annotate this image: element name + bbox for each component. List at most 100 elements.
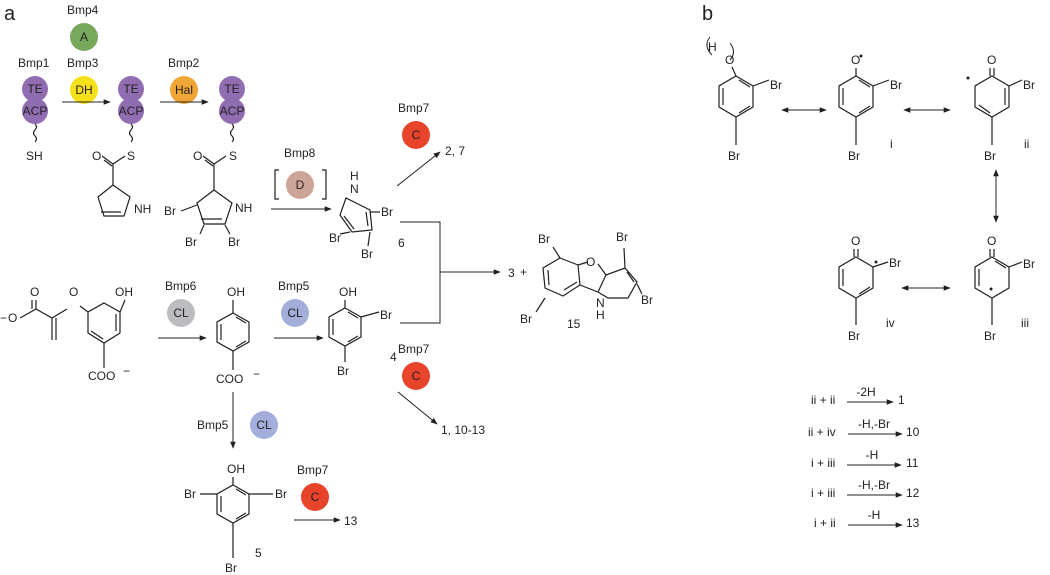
atom-br-ii-b: Br — [984, 149, 996, 163]
cyclohexadiene-ring — [87, 302, 121, 344]
radical-dot-iii — [989, 287, 993, 291]
atom-br-iv-a: Br — [889, 256, 901, 270]
cl-domain-bmp5-b — [250, 411, 278, 439]
atom-oh-4: OH — [339, 285, 357, 299]
coupling-row: i + iii -H 11 — [811, 448, 919, 470]
furan-ring-15 — [577, 261, 607, 293]
atom-nh-15-n: N — [596, 296, 605, 310]
carbonyl-iv — [853, 249, 859, 257]
coupling-row: ii + ii -2H 1 — [811, 385, 905, 407]
atom-br-15a: Br — [538, 232, 550, 246]
wavy-linker-2 — [128, 123, 134, 143]
thioester-bonds-2 — [202, 155, 227, 190]
c-domain-b — [402, 362, 430, 390]
chorismate: − O O O OH COO − — [0, 285, 133, 383]
bracket-left — [274, 169, 279, 200]
coupling-product: 10 — [906, 425, 920, 439]
atom-br-5b: Br — [275, 487, 287, 501]
wavy-linker-3 — [229, 123, 235, 143]
bond-br-i-a — [872, 79, 890, 87]
atom-oh-hb: OH — [227, 285, 245, 299]
ring-i — [838, 75, 874, 118]
pyrrole-ring-2 — [196, 189, 233, 225]
atom-coo-chor: COO — [88, 369, 115, 383]
bracket-right — [322, 169, 327, 200]
te-domain-label-2: TE — [123, 82, 138, 96]
c-domain-label-a: C — [412, 128, 421, 142]
arrow-to-2-7 — [396, 151, 441, 187]
enzyme-label-bmp6: Bmp6 — [165, 279, 197, 293]
coupling-condition: -2H — [856, 385, 875, 399]
ring-iv — [838, 256, 874, 299]
coupling-reactants: i + ii — [814, 516, 836, 530]
cl-domain-bmp6 — [167, 299, 195, 327]
product-13-a: 13 — [344, 514, 358, 528]
atom-br-6b: Br — [329, 231, 341, 245]
atom-br-iii-b: Br — [984, 329, 996, 343]
atom-br-p3: Br — [228, 235, 240, 249]
bond-br-p2 — [199, 224, 205, 235]
pyrrole-ring-1 — [97, 184, 131, 217]
atom-sh: SH — [26, 149, 43, 163]
atom-o-1: O — [92, 149, 101, 163]
thioester-bonds-1 — [101, 155, 126, 185]
benzene-ring-15 — [542, 257, 581, 297]
cl-domain-label-bmp5-a: CL — [287, 306, 303, 320]
atom-o-iii: O — [987, 234, 996, 248]
coupling-condition: -H — [868, 508, 881, 522]
compound-number-15: 15 — [567, 317, 581, 331]
atom-n-6: N — [350, 182, 359, 196]
wavy-linker-1 — [32, 123, 38, 143]
bond-br-p1 — [180, 204, 198, 212]
coupling-product: 11 — [906, 456, 919, 470]
enzyme-label-bmp8: Bmp8 — [284, 146, 316, 160]
te-domain-label-3: TE — [224, 82, 239, 96]
te-domain-1 — [22, 76, 48, 102]
coupling-row: ii + iv -H,-Br 10 — [808, 417, 920, 439]
atom-o-chor-3: O — [69, 285, 78, 299]
merge-line-top — [400, 221, 441, 324]
product-3: 3 — [508, 266, 515, 280]
atom-oh-chor: OH — [115, 285, 133, 299]
compound-5: OH Br Br Br 5 — [184, 462, 287, 575]
atom-minus-coo-hb: − — [253, 367, 260, 381]
bond-br-6c — [367, 231, 371, 247]
atom-br-6a: Br — [381, 205, 393, 219]
acp-domain-1 — [22, 98, 48, 124]
coupling-condition: -H — [866, 448, 879, 462]
bond-br-ii-a — [1008, 79, 1023, 87]
coupling-row: i + iii -H,-Br 12 — [811, 478, 920, 500]
ring-iii — [974, 256, 1010, 299]
bond-o-phenol — [731, 66, 737, 77]
c-domain-c — [301, 483, 329, 511]
phenol-start: H O Br Br — [706, 36, 782, 163]
atom-br-p2: Br — [185, 235, 197, 249]
atom-coo-hb: COO — [216, 372, 243, 386]
atom-br-i-b: Br — [848, 149, 860, 163]
enzyme-label-bmp7-c: Bmp7 — [297, 463, 329, 477]
carbonyl-ii — [989, 68, 995, 76]
atom-br-i-a: Br — [890, 78, 902, 92]
acp-domain-label-3: ACP — [220, 104, 245, 118]
coupling-table: ii + ii -2H 1 ii + iv -H,-Br 10 i + iii … — [808, 385, 920, 530]
atom-br-p1: Br — [164, 204, 176, 218]
resonance-label-iii: iii — [1021, 316, 1029, 330]
cl-domain-label-bmp6: CL — [173, 306, 189, 320]
atom-br-15c: Br — [641, 293, 653, 307]
panel-label-b: b — [702, 3, 713, 25]
coupling-reactants: ii + ii — [811, 393, 835, 407]
hal-domain-label: Hal — [175, 83, 193, 97]
coupling-reactants: ii + iv — [808, 425, 836, 439]
hal-domain — [170, 76, 198, 104]
enzyme-label-bmp2: Bmp2 — [168, 56, 200, 70]
arrow-to-1-10-13 — [397, 391, 438, 425]
resonance-label-iv: iv — [886, 316, 895, 330]
cl-domain-bmp5-a — [281, 299, 309, 327]
atom-br-4a: Br — [380, 308, 392, 322]
atom-br-iii-a: Br — [1023, 257, 1035, 271]
acp-domain-2 — [118, 98, 144, 124]
bond-br-iii-a — [1008, 261, 1023, 268]
coupling-row: i + ii -H 13 — [814, 508, 920, 530]
benzene-ring-phenol — [718, 75, 754, 118]
